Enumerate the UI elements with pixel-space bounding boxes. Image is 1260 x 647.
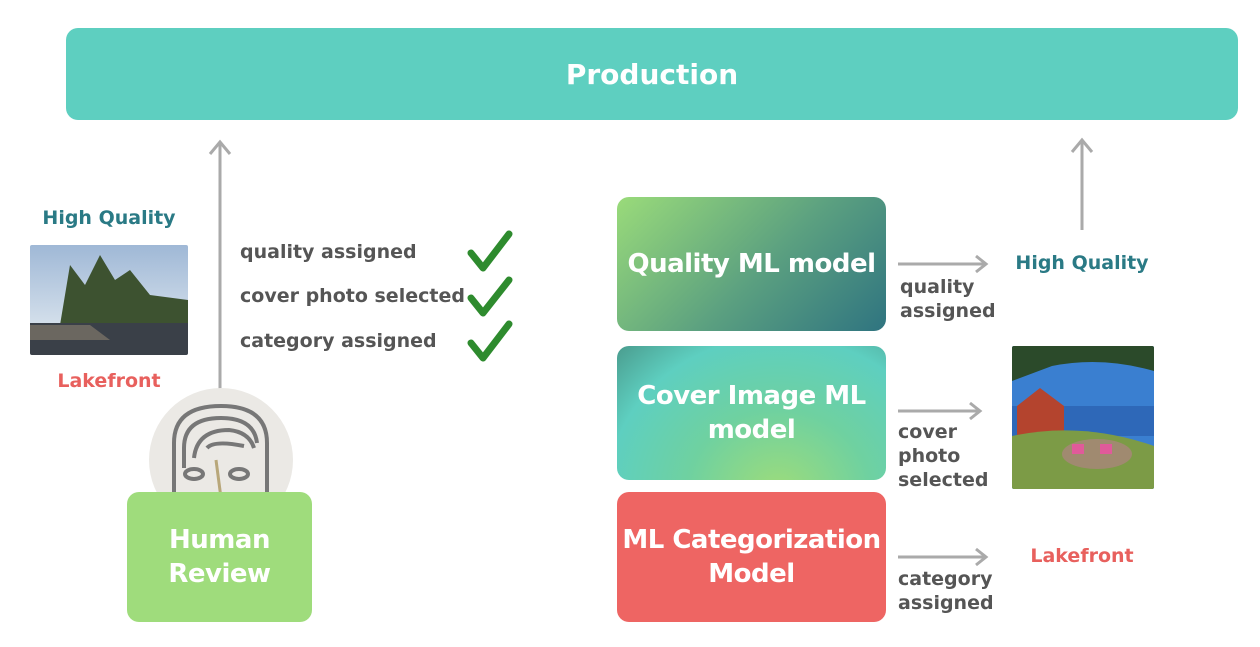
human-quality-label: High Quality	[42, 207, 176, 229]
quality-model-label: Quality ML model	[627, 249, 876, 279]
human-review-box: Human Review	[127, 492, 312, 622]
cover-model-box: Cover Image ML model	[617, 346, 886, 480]
arrow-label-quality: quality assigned	[900, 276, 996, 322]
checkmark-icon	[467, 320, 513, 362]
arrow-label-category: category assigned	[898, 568, 994, 614]
arrow-ml-to-production	[1070, 137, 1094, 230]
human-review-label: Human Review	[168, 525, 271, 589]
reviewer-avatar-icon	[149, 388, 293, 498]
checklist-item: cover photo selected	[240, 285, 465, 307]
checkmark-icon	[467, 276, 513, 317]
checkmark-icon	[467, 230, 513, 272]
arrow-label-cover: cover photo selected	[898, 421, 989, 491]
production-box: Production	[66, 28, 1238, 120]
arrow-category	[898, 547, 989, 567]
arrow-cover	[898, 401, 983, 421]
checklist-item: category assigned	[240, 330, 437, 352]
categorization-model-label: ML Categorization Model	[622, 525, 881, 589]
ml-category-output: Lakefront	[1030, 545, 1134, 567]
categorization-model-box: ML Categorization Model	[617, 492, 886, 622]
checkmark-icons	[467, 230, 513, 362]
human-category-label: Lakefront	[57, 370, 161, 392]
arrow-human-to-production	[208, 139, 232, 395]
cover-model-label: Cover Image ML model	[637, 381, 866, 445]
lakefront-photo-small	[30, 245, 188, 355]
cover-photo	[1012, 346, 1154, 489]
arrow-quality	[898, 254, 989, 274]
checklist-item: quality assigned	[240, 241, 417, 263]
production-label: Production	[565, 57, 739, 91]
ml-quality-output: High Quality	[1015, 252, 1149, 274]
quality-model-box: Quality ML model	[617, 197, 886, 331]
